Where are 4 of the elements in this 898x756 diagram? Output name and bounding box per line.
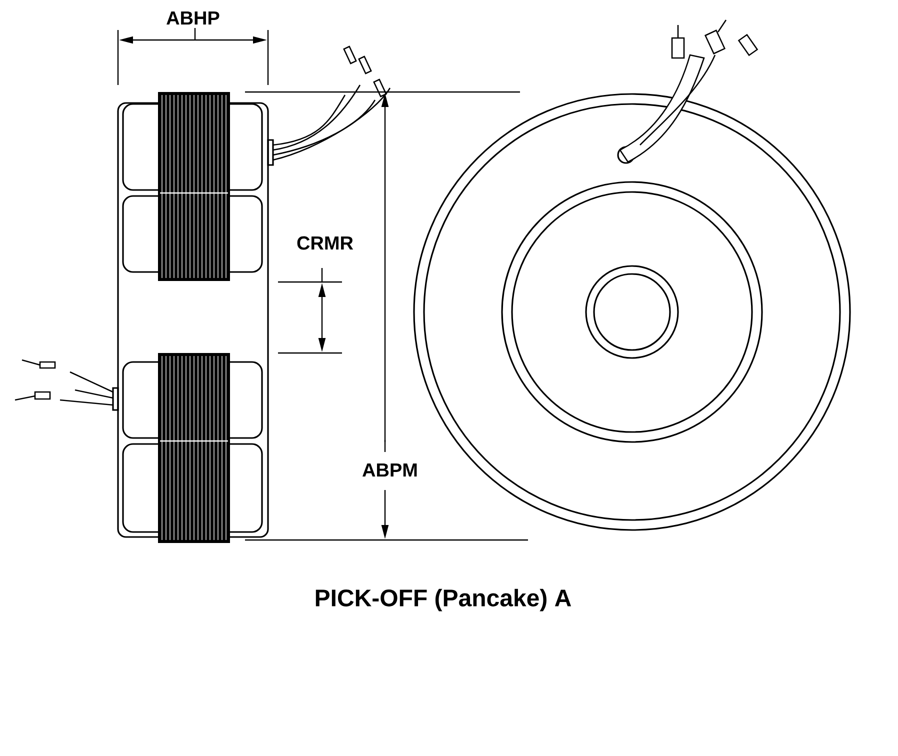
dimension-label: ABHP (165, 10, 221, 26)
dimension-label: ABPM (361, 462, 419, 478)
title: PICK-OFF (Pancake) A (316, 588, 572, 612)
dimension-label: CRMR (296, 235, 354, 251)
